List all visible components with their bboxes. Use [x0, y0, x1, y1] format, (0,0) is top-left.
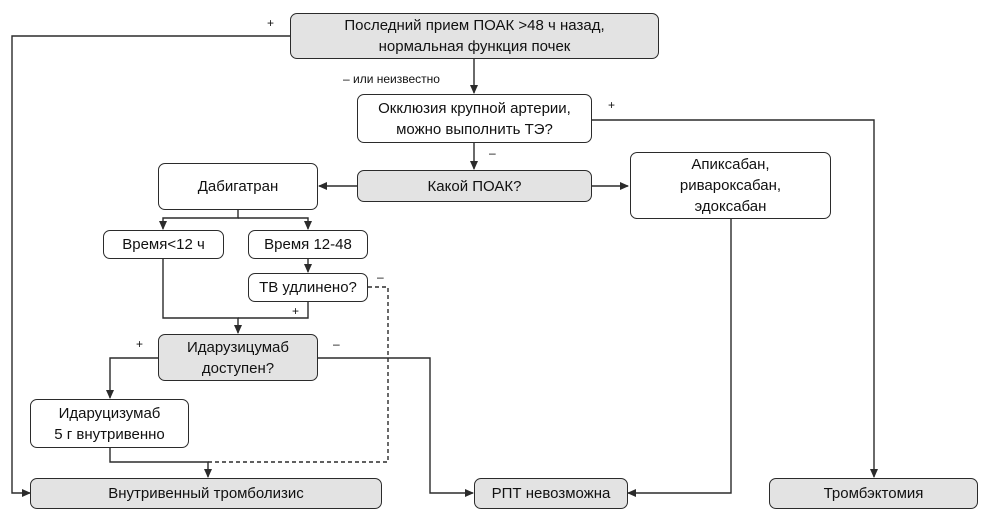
node-time-lt12-text: Время<12 ч [122, 236, 205, 253]
node-occlusion-text: Окклюзия крупной артерии, можно выполнит… [378, 99, 571, 138]
node-no-rpt: РПТ невозможна [474, 478, 628, 509]
node-idarucizumab-available-text: Идарузицумаб доступен? [187, 338, 289, 377]
node-thrombectomy: Тромбэктомия [769, 478, 978, 509]
edge-xaban-to-norpt [627, 219, 732, 497]
node-iv-thrombolysis-text: Внутривенный тромболизис [108, 485, 304, 502]
node-which-doac: Какой ПОАК? [357, 170, 592, 202]
label-last-dose-yes: + [267, 16, 275, 30]
label-occlusion-yes: + [608, 98, 616, 112]
label-tt-yes: + [292, 304, 300, 318]
node-idarucizumab-dose-text: Идаруцизумаб 5 г внутривенно [54, 404, 165, 443]
edge-occlusion-to-thrombectomy [592, 119, 878, 478]
node-dabigatran-text: Дабигатран [197, 178, 279, 195]
node-time-lt12: Время<12 ч [103, 230, 224, 259]
edge-dabigatran-split [159, 210, 239, 230]
label-occlusion-no: – [489, 146, 496, 160]
edge-ida-to-norpt [318, 357, 474, 497]
edge-tt-yes [238, 302, 309, 319]
edge-time-lt12-to-ida [162, 259, 242, 334]
edge-tt-no-dashed [208, 286, 389, 463]
label-last-dose-no: – или неизвестно [343, 72, 440, 86]
edge-lastdose-to-thrombolysis [11, 35, 290, 497]
node-time-12-48: Время 12-48 [248, 230, 368, 259]
node-no-rpt-text: РПТ невозможна [491, 485, 611, 502]
node-tt-prolonged: ТВ удлинено? [248, 273, 368, 302]
edge-dose-to-thrombolysis [109, 448, 212, 478]
label-ida-yes: + [136, 337, 144, 351]
node-idarucizumab-dose: Идаруцизумаб 5 г внутривенно [30, 399, 189, 448]
node-occlusion: Окклюзия крупной артерии, можно выполнит… [357, 94, 592, 143]
edge-ida-to-dose [106, 357, 158, 399]
label-ida-no: – [333, 337, 340, 351]
node-xaban: Апиксабан, ривароксабан, эдоксабан [630, 152, 831, 219]
node-thrombectomy-text: Тромбэктомия [823, 485, 924, 502]
edge-dabigatran-split-right [238, 217, 312, 230]
node-iv-thrombolysis: Внутривенный тромболизис [30, 478, 382, 509]
node-last-dose: Последний прием ПОАК >48 ч назад, нормал… [290, 13, 659, 59]
label-tt-no: – [377, 270, 384, 284]
node-last-dose-text: Последний прием ПОАК >48 ч назад, нормал… [344, 17, 605, 55]
node-idarucizumab-available: Идарузицумаб доступен? [158, 334, 318, 381]
node-xaban-text: Апиксабан, ривароксабан, эдоксабан [679, 156, 782, 215]
node-tt-prolonged-text: ТВ удлинено? [259, 279, 357, 296]
node-which-doac-text: Какой ПОАК? [427, 177, 522, 195]
node-dabigatran: Дабигатран [158, 163, 318, 210]
node-time-12-48-text: Время 12-48 [264, 236, 352, 253]
